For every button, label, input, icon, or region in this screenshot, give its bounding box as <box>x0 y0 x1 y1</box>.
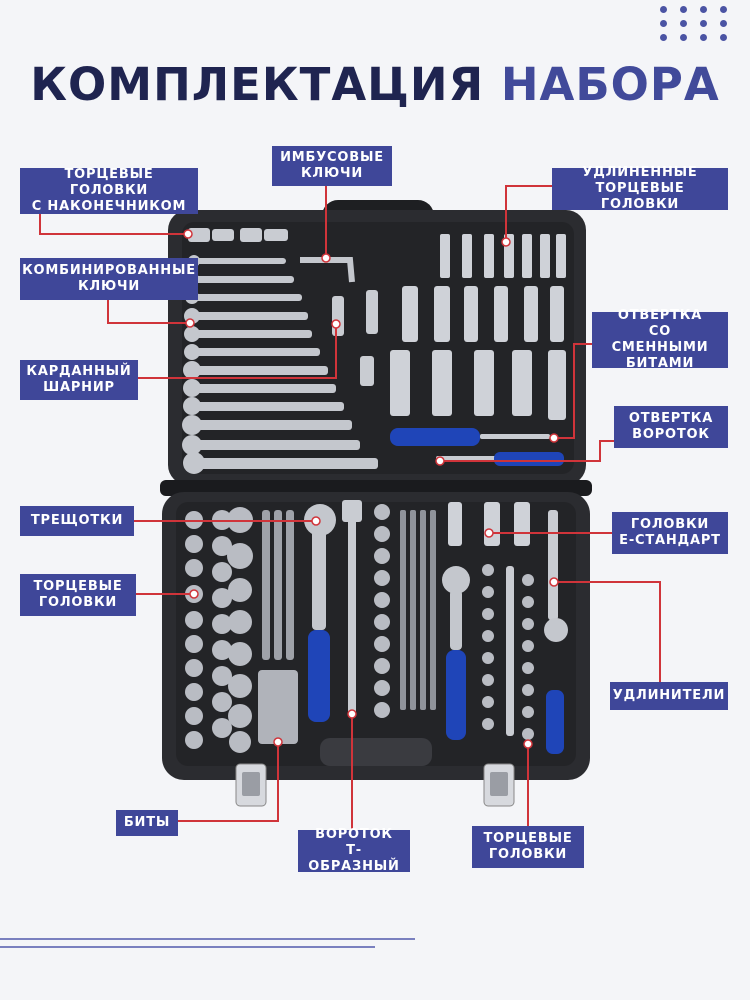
label-sockets-left: ТОРЦЕВЫЕ ГОЛОВКИ <box>20 574 136 616</box>
label-deep-sockets: УДЛИНЕННЫЕ ТОРЦЕВЫЕ ГОЛОВКИ <box>552 165 728 212</box>
t-handle-bar <box>348 500 356 714</box>
page-title: КОМПЛЕКТАЦИЯ НАБОРА <box>0 58 750 111</box>
label-hex-keys: ИМБУСОВЫЕ КЛЮЧИ <box>272 146 392 186</box>
label-ratchets: ТРЕЩОТКИ <box>20 506 134 536</box>
sockets-left-column <box>185 507 253 753</box>
ratchet-3-handle <box>546 690 564 754</box>
label-socket-bits: ТОРЦЕВЫЕ ГОЛОВКИ С НАКОНЕЧНИКОМ <box>20 167 198 214</box>
divider-line-2 <box>0 946 375 948</box>
deep-sockets-medium <box>402 286 564 342</box>
label-extensions: УДЛИНИТЕЛИ <box>610 682 728 710</box>
label-spinner: ОТВЕРТКА ВОРОТОК <box>614 406 728 448</box>
spinner-handle <box>494 452 564 466</box>
wrench-rack <box>188 258 378 469</box>
label-universal-joint: КАРДАННЫЙ ШАРНИР <box>20 360 138 400</box>
divider-line <box>0 938 415 940</box>
label-sockets-right: ТОРЦЕВЫЕ ГОЛОВКИ <box>472 826 584 868</box>
deep-sockets-large <box>390 350 566 420</box>
small-sockets-grid <box>262 510 294 660</box>
label-t-handle: ВОРОТОК Т-ОБРАЗНЫЙ <box>298 827 410 874</box>
extension-1 <box>506 566 514 736</box>
ratchet-2-handle <box>446 650 466 740</box>
label-screwdriver-bits: ОТВЕРТКА СО СМЕННЫМИ БИТАМИ <box>592 308 728 371</box>
label-bits: БИТЫ <box>116 810 178 836</box>
deep-sockets-small <box>440 234 566 278</box>
extension-2 <box>548 510 558 620</box>
title-part-2: НАБОРА <box>500 58 720 111</box>
title-part-1: КОМПЛЕКТАЦИЯ <box>30 58 485 111</box>
screwdriver-handle <box>390 428 480 446</box>
ratchet-1-handle <box>308 630 330 722</box>
label-e-sockets: ГОЛОВКИ E-СТАНДАРТ <box>612 512 728 554</box>
label-combo-wrenches: КОМБИНИРОВАННЫЕ КЛЮЧИ <box>20 258 198 300</box>
bits-block <box>258 670 298 744</box>
